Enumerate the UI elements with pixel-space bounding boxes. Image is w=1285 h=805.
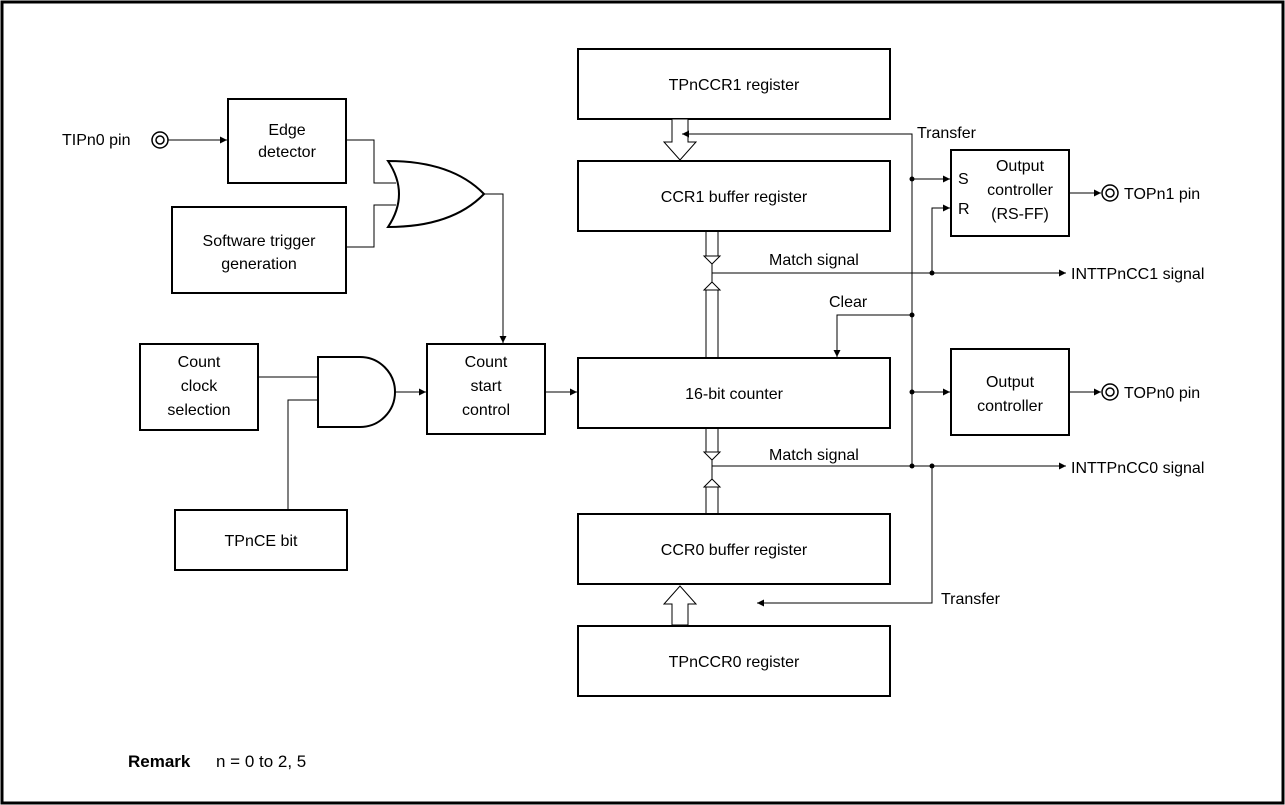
r-input-arrow bbox=[931, 204, 950, 273]
edge-detector-label-line1: Edge bbox=[268, 122, 305, 139]
count-start-label-line1: Count bbox=[465, 354, 508, 371]
edge-to-or-wire bbox=[346, 139, 396, 184]
match-signal-top-label: Match signal bbox=[769, 252, 859, 269]
software-trigger-label-line2: generation bbox=[221, 256, 297, 273]
transfer-bottom-line bbox=[757, 466, 933, 607]
swtrig-to-or-wire bbox=[346, 204, 396, 248]
clear-arrow bbox=[833, 314, 912, 357]
counter-16bit-label: 16-bit counter bbox=[685, 386, 784, 403]
tpnccr1-register-block: TPnCCR1 register bbox=[577, 48, 891, 120]
transfer-top-label: Transfer bbox=[917, 125, 977, 142]
count-start-label-line3: control bbox=[462, 402, 510, 419]
tpnccr0-register-label: TPnCCR0 register bbox=[669, 654, 800, 671]
count-start-control-block: Count start control bbox=[426, 343, 546, 435]
output-controller-rsff-block: S R Output controller (RS-FF) bbox=[950, 149, 1070, 237]
tipn0-pin: TIPn0 pin bbox=[62, 131, 169, 149]
tpnce-to-and-wire bbox=[287, 399, 318, 510]
transfer-top-line bbox=[682, 130, 913, 179]
ccr1-buffer-register-block: CCR1 buffer register bbox=[577, 160, 891, 232]
topn1-pin: TOPn1 pin bbox=[1101, 184, 1200, 203]
match-signal-bottom-label: Match signal bbox=[769, 447, 859, 464]
count-clock-label-line1: Count bbox=[178, 354, 221, 371]
edge-detector-label-line2: detector bbox=[258, 144, 316, 161]
rsff-label-line3: (RS-FF) bbox=[991, 206, 1049, 223]
count-clock-selection-block: Count clock selection bbox=[139, 343, 259, 431]
inttpncc1-label: INTTPnCC1 signal bbox=[1071, 266, 1204, 283]
remark-text: n = 0 to 2, 5 bbox=[216, 752, 306, 771]
count-clock-label-line2: clock bbox=[181, 378, 218, 395]
tpnccr0-register-block: TPnCCR0 register bbox=[577, 625, 891, 697]
ccr1-buffer-register-label: CCR1 buffer register bbox=[661, 189, 808, 206]
count-clock-label-line3: selection bbox=[167, 402, 230, 419]
topn1-pin-label: TOPn1 pin bbox=[1124, 186, 1200, 203]
rsff-label-line2: controller bbox=[987, 182, 1053, 199]
topn0-pin: TOPn0 pin bbox=[1101, 383, 1200, 402]
or-gate-icon bbox=[386, 159, 486, 229]
tipn0-pin-label: TIPn0 pin bbox=[62, 132, 130, 149]
tpnce-bit-block: TPnCE bit bbox=[174, 509, 348, 571]
s-port-label: S bbox=[958, 171, 969, 188]
match-bus-bottom bbox=[702, 428, 722, 513]
output-controller-label-line2: controller bbox=[977, 398, 1043, 415]
edge-detector-block: Edge detector bbox=[227, 98, 347, 184]
transfer-bottom-label: Transfer bbox=[941, 591, 1001, 608]
count-start-label-line2: start bbox=[470, 378, 502, 395]
tpnccr1-register-label: TPnCCR1 register bbox=[669, 77, 800, 94]
software-trigger-label-line1: Software trigger bbox=[203, 233, 317, 250]
output-controller-label-line1: Output bbox=[986, 374, 1035, 391]
remark-label: Remark bbox=[128, 752, 191, 771]
ccr0-buffer-register-block: CCR0 buffer register bbox=[577, 513, 891, 585]
tpnccr0-bus-arrow-icon bbox=[662, 585, 698, 626]
software-trigger-block: Software trigger generation bbox=[171, 206, 347, 294]
and-gate-icon bbox=[317, 356, 396, 428]
or-to-count-start-arrow bbox=[484, 193, 507, 343]
rsff-label-line1: Output bbox=[996, 158, 1045, 175]
ccr0-buffer-register-label: CCR0 buffer register bbox=[661, 542, 808, 559]
output-controller-block: Output controller bbox=[950, 348, 1070, 436]
inttpncc0-label: INTTPnCC0 signal bbox=[1071, 460, 1204, 477]
remark: Remark n = 0 to 2, 5 bbox=[128, 752, 306, 771]
tpnccr1-bus-arrow-icon bbox=[662, 118, 698, 161]
tpnce-bit-label: TPnCE bit bbox=[225, 533, 298, 550]
r-port-label: R bbox=[958, 201, 970, 218]
match-bus-top bbox=[702, 231, 722, 357]
counter-16bit-block: 16-bit counter bbox=[577, 357, 891, 429]
clear-label: Clear bbox=[829, 294, 868, 311]
topn0-pin-label: TOPn0 pin bbox=[1124, 385, 1200, 402]
